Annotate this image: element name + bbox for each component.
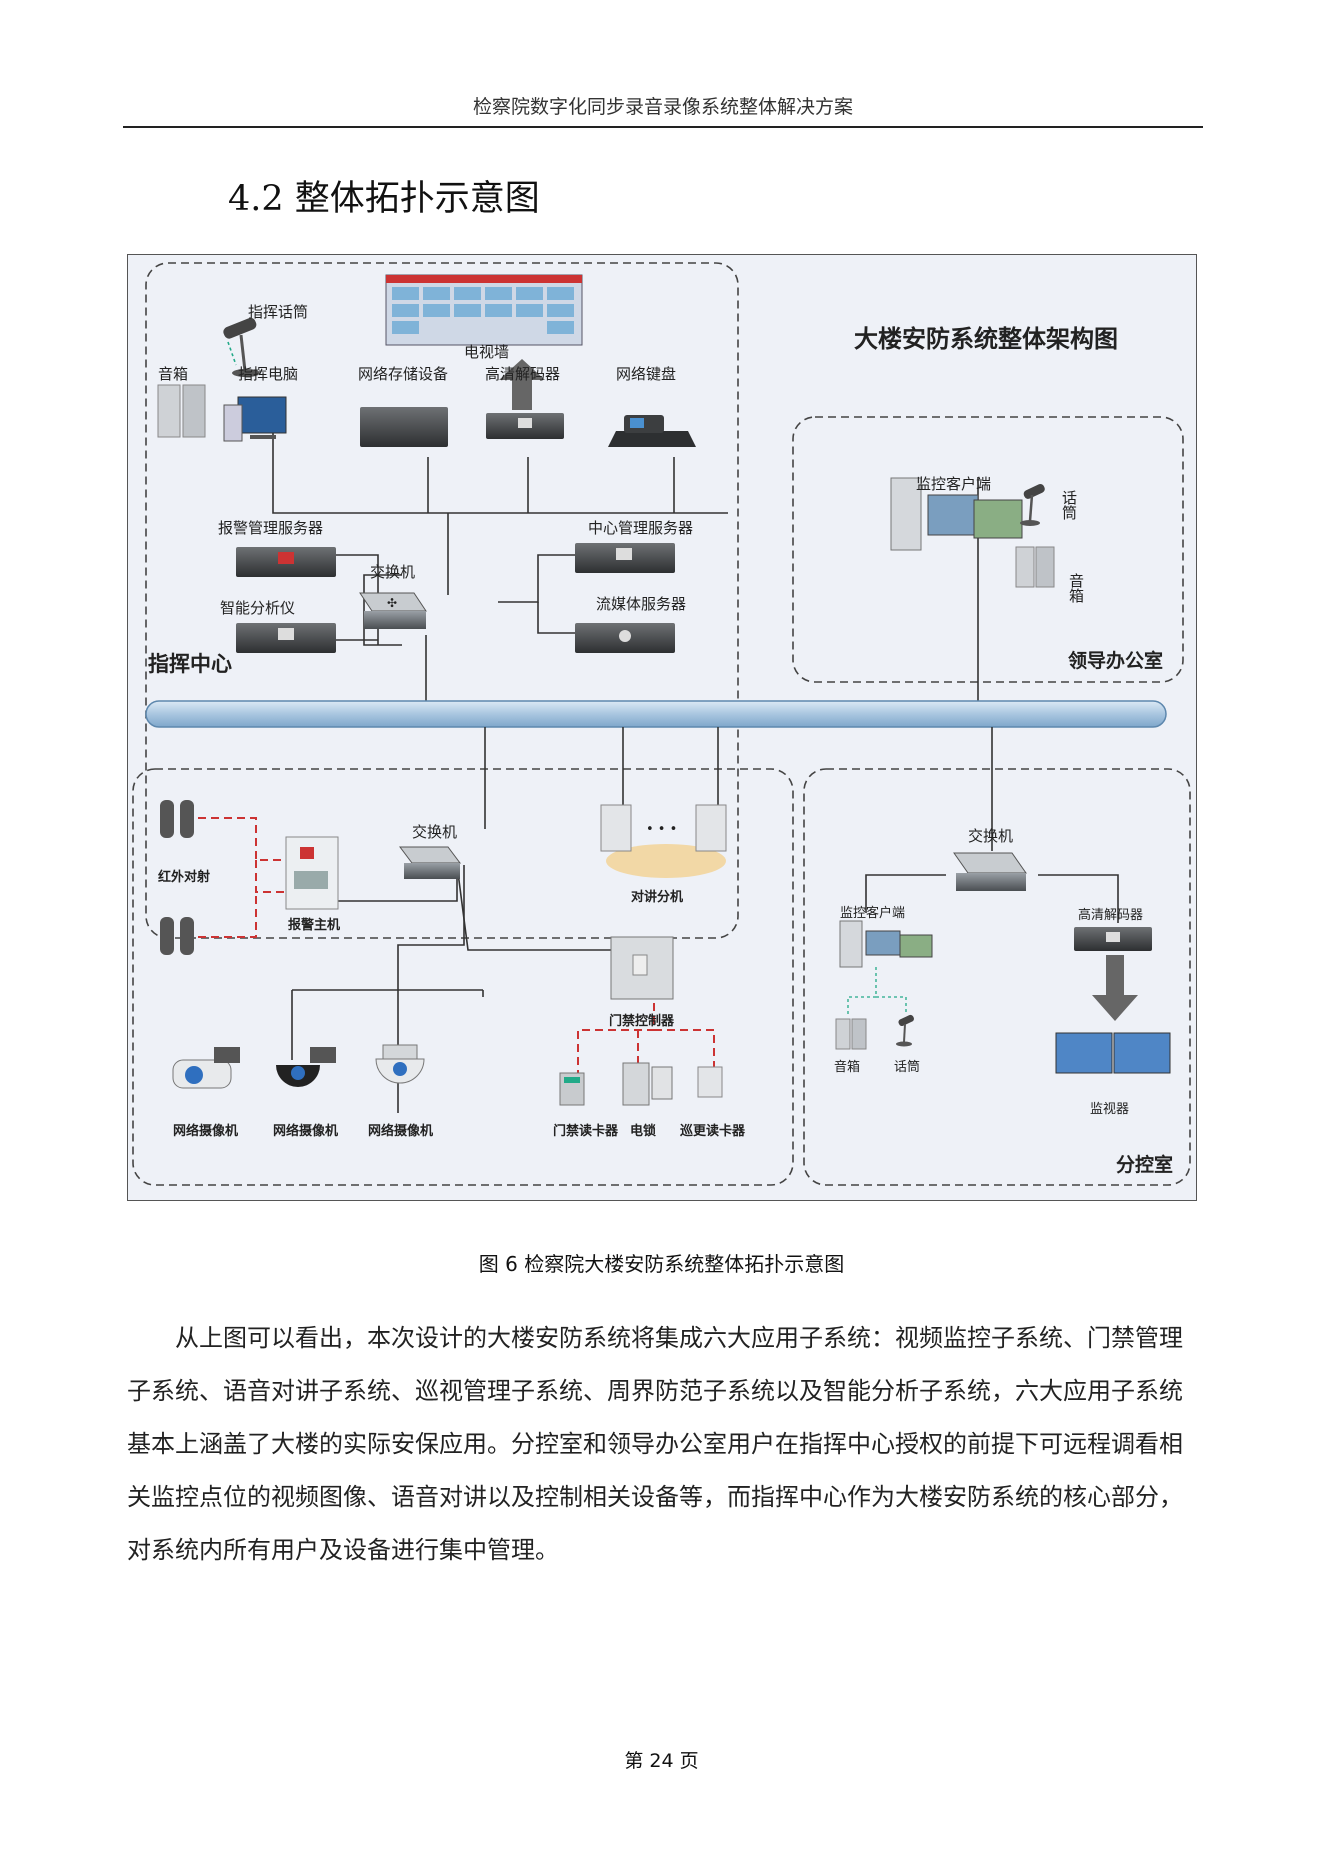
label-storage: 网络存储设备: [358, 365, 448, 383]
building-links: [291, 727, 719, 1113]
label-leader-office: 领导办公室: [1068, 649, 1163, 672]
body-paragraph: 从上图可以看出，本次设计的大楼安防系统将集成六大应用子系统：视频监控子系统、门禁…: [127, 1324, 1183, 1564]
leader-microphone-icon: [1020, 484, 1045, 526]
label-camera-1: 网络摄像机: [173, 1123, 238, 1139]
label-camera-3: 网络摄像机: [368, 1123, 433, 1139]
sub-decoder-icon: [1074, 927, 1152, 951]
label-hd-decoder: 高清解码器: [485, 365, 560, 383]
page-number: 第 24 页: [624, 1750, 699, 1772]
alarm-wiring: [198, 817, 715, 1075]
label-sub-microphone: 话筒: [894, 1059, 920, 1075]
label-sub-control: 分控室: [1116, 1153, 1173, 1176]
topology-svg: 大楼安防系统整体架构图 指挥中心 领导办公室 分控室 电视墙 指挥话筒: [132, 262, 1191, 1186]
label-alarm-host: 报警主机: [288, 917, 340, 933]
label-leader-client: 监控客户端: [916, 475, 991, 493]
sub-speaker-icon: [835, 1018, 867, 1050]
label-card-reader: 门禁读卡器: [553, 1123, 619, 1139]
label-access-controller: 门禁控制器: [609, 1013, 675, 1029]
up-arrow-icon: [499, 359, 545, 410]
label-command-microphone: 指挥话筒: [248, 303, 308, 321]
label-camera-2: 网络摄像机: [273, 1123, 338, 1139]
label-video-wall: 电视墙: [464, 343, 509, 361]
keyboard-icon: [608, 415, 696, 447]
sub-microphone-icon: [896, 1014, 914, 1047]
body-text: 从上图可以看出，本次设计的大楼安防系统将集成六大应用子系统：视频监控子系统、门禁…: [127, 1312, 1202, 1577]
dome-camera-icon: [276, 1047, 336, 1087]
sub-links: [865, 727, 1119, 923]
label-command-pc: 指挥电脑: [238, 365, 298, 383]
ptz-camera-icon: [375, 1044, 425, 1084]
microphone-icon: [223, 317, 260, 377]
label-patrol-reader: 巡更读卡器: [680, 1123, 746, 1139]
command-pc-icon: [223, 396, 287, 442]
label-sub-speaker: 音箱: [834, 1059, 860, 1075]
zone-leader-office: [792, 416, 1184, 683]
ir-beam-icon: [160, 800, 194, 955]
storage-icon: [360, 407, 448, 447]
sub-client-icon: [839, 920, 933, 968]
label-leader-microphone: 话筒: [1060, 490, 1078, 521]
leader-client-icon: [890, 477, 1023, 551]
zone-command-center: [145, 262, 739, 939]
sub-audio-links: [847, 967, 907, 1015]
label-leader-speaker: 音箱: [1067, 573, 1085, 603]
access-controller-icon: [610, 936, 674, 1000]
zone-sub-control: [803, 768, 1191, 1186]
diagram-title: 大楼安防系统整体架构图: [854, 325, 1118, 353]
label-media-server: 流媒体服务器: [596, 595, 686, 613]
label-command-speaker: 音箱: [158, 365, 188, 383]
central-server-icon: [575, 543, 675, 573]
label-monitor: 监视器: [1090, 1102, 1129, 1117]
label-ir-beam: 红外对射: [158, 869, 210, 885]
label-intercom: 对讲分机: [631, 889, 683, 905]
page-header: 检察院数字化同步录音录像系统整体解决方案: [472, 96, 853, 118]
network-bus: [145, 700, 1167, 728]
header-rule: [123, 126, 1203, 128]
card-reader-icon: [559, 1072, 585, 1106]
intercom-icon: [600, 804, 727, 878]
label-lock: 电锁: [630, 1123, 656, 1139]
topology-diagram: 大楼安防系统整体架构图 指挥中心 领导办公室 分控室 电视墙 指挥话筒: [127, 254, 1197, 1201]
analyzer-icon: [236, 623, 336, 653]
command-links: [227, 341, 728, 705]
sub-switch-icon: [953, 852, 1027, 891]
svg-text:✣: ✣: [387, 596, 397, 610]
label-building-switch: 交换机: [412, 823, 457, 841]
label-command-center: 指挥中心: [148, 652, 232, 676]
zone-building: [132, 768, 794, 1186]
figure-caption: 图 6 检察院大楼安防系统整体拓扑示意图: [478, 1252, 845, 1276]
leader-speaker-icon: [1015, 546, 1055, 588]
hd-decoder-icon: [486, 413, 564, 439]
label-command-switch: 交换机: [370, 563, 415, 581]
video-wall-icon: [385, 274, 583, 346]
alarm-server-icon: [236, 547, 336, 577]
down-arrow-icon: [1092, 955, 1138, 1021]
section-title: 4.2 整体拓扑示意图: [228, 179, 540, 219]
camera-icon: [172, 1047, 240, 1089]
label-sub-switch: 交换机: [968, 827, 1013, 845]
label-analyzer: 智能分析仪: [220, 599, 295, 617]
patrol-reader-icon: [697, 1066, 723, 1098]
alarm-host-icon: [285, 836, 339, 910]
label-central-server: 中心管理服务器: [588, 519, 693, 537]
label-sub-client: 监控客户端: [840, 905, 905, 921]
switch-icon: ✣: [359, 592, 427, 629]
label-alarm-server: 报警管理服务器: [218, 519, 323, 537]
label-keyboard: 网络键盘: [616, 365, 676, 383]
monitor-icon: [1055, 1032, 1171, 1074]
label-sub-decoder: 高清解码器: [1078, 907, 1143, 923]
lock-icon: [622, 1062, 673, 1106]
intercom-dots: • • •: [646, 822, 677, 837]
media-server-icon: [575, 623, 675, 653]
speaker-icon: [157, 384, 206, 438]
building-switch-icon: [399, 846, 461, 879]
